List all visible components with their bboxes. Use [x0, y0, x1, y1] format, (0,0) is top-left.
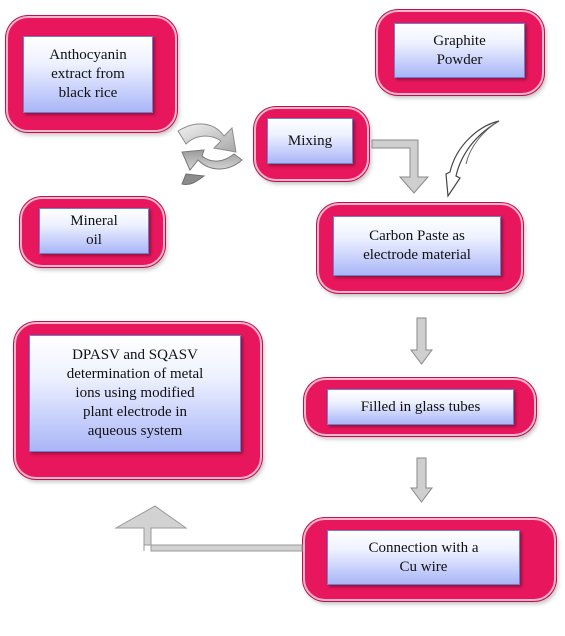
mixing-node: Mixing — [267, 118, 353, 164]
dpasv-node: DPASV and SQASV determination of metal i… — [29, 335, 241, 452]
connection-to-dpasv-arrow — [114, 505, 303, 552]
graphite-node: Graphite Powder — [394, 23, 525, 78]
mixing-to-carbon-arrow — [371, 139, 430, 194]
carbon-to-filled-arrow — [410, 317, 433, 365]
anthocyanin-node: Anthocyanin extract from black rice — [23, 36, 153, 113]
connection-node: Connection with a Cu wire — [327, 530, 520, 585]
mineral-oil-node: Mineral oil — [39, 208, 149, 254]
filled-node: Filled in glass tubes — [327, 389, 514, 425]
circular-arrows — [177, 123, 243, 185]
filled-to-connection-arrow — [410, 457, 433, 503]
graphite-curved-arrow — [445, 120, 500, 198]
carbon-paste-node: Carbon Paste as electrode material — [333, 216, 501, 276]
